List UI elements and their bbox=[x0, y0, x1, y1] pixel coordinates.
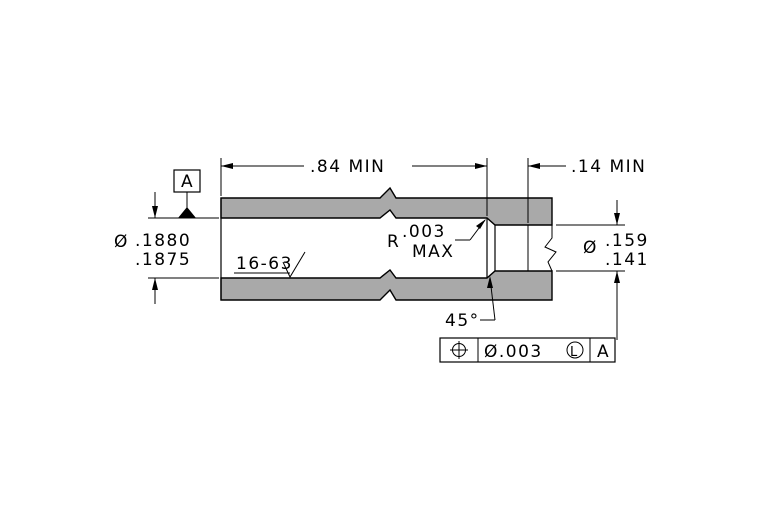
position-icon bbox=[450, 341, 468, 359]
radius-prefix: R bbox=[387, 232, 400, 252]
chamfer-arrow bbox=[487, 276, 493, 288]
surface-finish-check-icon bbox=[282, 251, 306, 279]
part-bottom-wall bbox=[220, 269, 553, 301]
length-min-label: .84 MIN bbox=[310, 157, 385, 177]
cb-dia-symbol: Ø bbox=[583, 238, 598, 258]
bore-arrow-top bbox=[152, 206, 158, 218]
bore-dia-symbol: Ø bbox=[114, 232, 129, 252]
radius-note: MAX bbox=[412, 242, 454, 262]
bore-dia-upper: .1880 bbox=[135, 231, 191, 251]
cb-dia-lower: .141 bbox=[605, 250, 649, 270]
surface-finish-label: 16-63 bbox=[236, 254, 293, 274]
chamfer-angle-label: 45° bbox=[445, 311, 480, 331]
fcf-datum-ref: A bbox=[597, 342, 610, 362]
radius-value: .003 bbox=[402, 222, 446, 242]
fcf-tolerance: Ø.003 bbox=[484, 342, 543, 362]
arrow-left bbox=[221, 163, 233, 169]
radius-arrow bbox=[476, 219, 486, 229]
datum-label: A bbox=[181, 172, 194, 192]
bore-arrow-bottom bbox=[152, 278, 158, 290]
fcf-modifier: L bbox=[570, 345, 578, 360]
cb-dia-upper: .159 bbox=[605, 231, 649, 251]
lmc-modifier-circle-icon bbox=[566, 341, 584, 359]
right-break-line bbox=[544, 225, 557, 272]
datum-triangle-icon bbox=[178, 207, 196, 218]
cb-arrow-top bbox=[614, 213, 620, 225]
part-top-wall bbox=[220, 186, 553, 226]
cb-arrow-bottom bbox=[614, 271, 620, 283]
arrow-step bbox=[528, 163, 540, 169]
step-min-label: .14 MIN bbox=[571, 157, 646, 177]
arrow-right bbox=[475, 163, 487, 169]
fcf-frame bbox=[439, 337, 616, 363]
bore-dia-lower: .1875 bbox=[135, 250, 191, 270]
